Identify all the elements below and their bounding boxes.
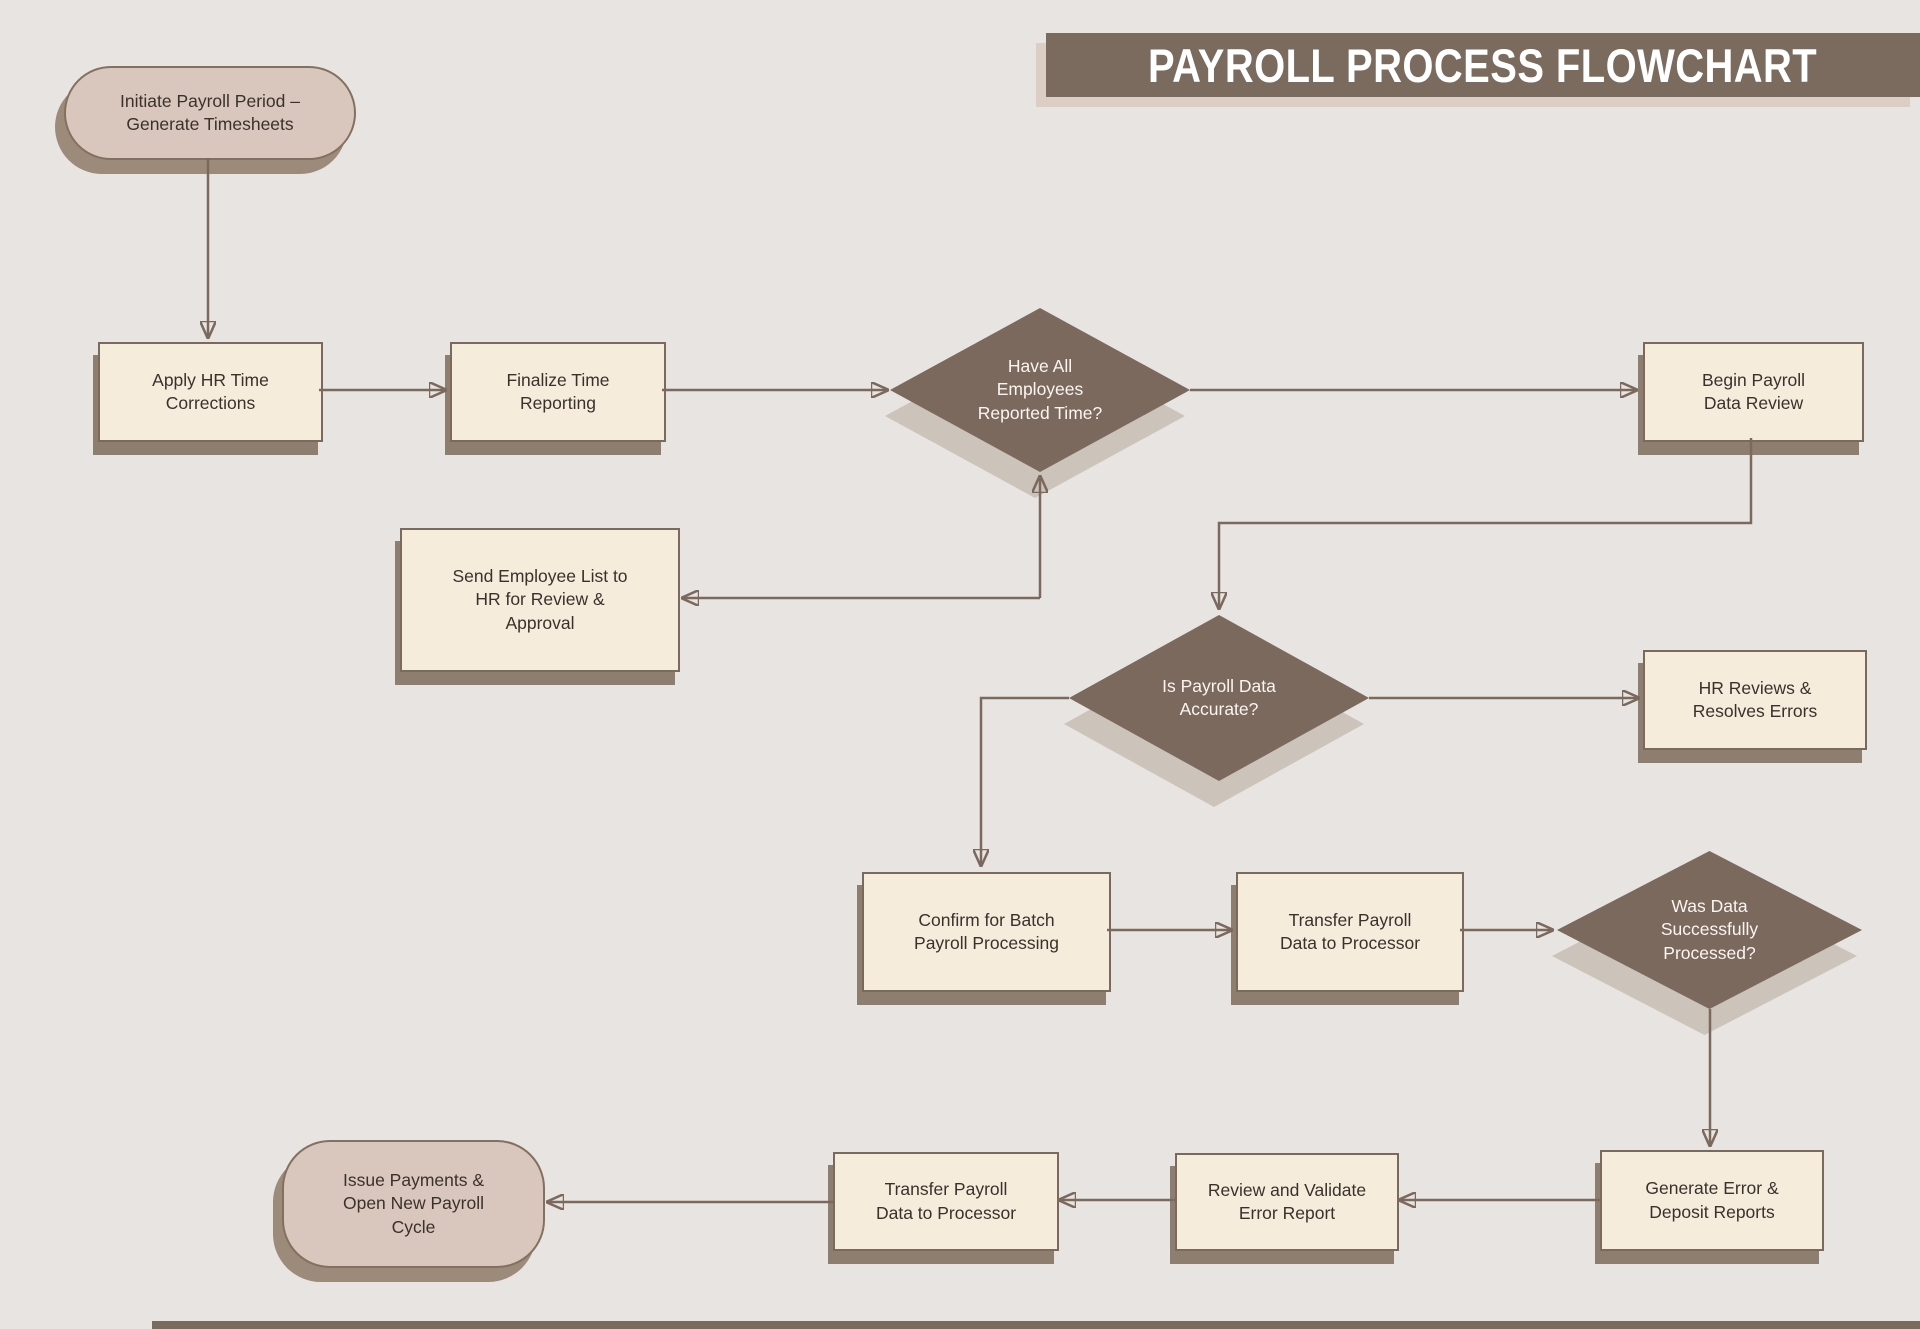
node-label: Initiate Payroll Period – Generate Times… — [120, 90, 300, 134]
node-label: Generate Error & Deposit Reports — [1645, 1178, 1779, 1222]
node-label: Begin Payroll Data Review — [1701, 369, 1806, 413]
decision-payroll-data-accurate: Is Payroll Data Accurate? — [1064, 615, 1369, 807]
node-review-validate-error-report: Review and Validate Error Report — [1175, 1153, 1399, 1251]
node-start-terminator: Initiate Payroll Period – Generate Times… — [64, 66, 356, 160]
node-apply-hr-time-corrections: Apply HR Time Corrections — [98, 342, 323, 442]
node-label: Apply HR Time Corrections — [152, 369, 269, 413]
page-title: PAYROLL PROCESS FLOWCHART — [1148, 38, 1818, 92]
node-end-terminator: Issue Payments & Open New Payroll Cycle — [282, 1140, 545, 1268]
edge-begin-to-decision2 — [1219, 438, 1753, 607]
decision-all-employees-reported: Have All Employees Reported Time? — [885, 308, 1190, 498]
node-transfer-payroll-data-1: Transfer Payroll Data to Processor — [1236, 872, 1464, 992]
node-hr-reviews-resolves-errors: HR Reviews & Resolves Errors — [1643, 650, 1867, 750]
node-finalize-time-reporting: Finalize Time Reporting — [450, 342, 666, 442]
node-begin-payroll-data-review: Begin Payroll Data Review — [1643, 342, 1864, 442]
node-label: Finalize Time Reporting — [506, 369, 610, 413]
node-confirm-batch-processing: Confirm for Batch Payroll Processing — [862, 872, 1111, 992]
decision-data-successfully-processed: Was Data Successfully Processed? — [1552, 851, 1862, 1035]
edge-decision2-to-confirm — [981, 696, 1069, 864]
node-generate-error-deposit-reports: Generate Error & Deposit Reports — [1600, 1150, 1824, 1251]
node-label: Issue Payments & Open New Payroll Cycle — [342, 1170, 485, 1237]
title-banner: PAYROLL PROCESS FLOWCHART — [1046, 33, 1920, 97]
node-transfer-payroll-data-2: Transfer Payroll Data to Processor — [833, 1152, 1059, 1251]
footer-bar — [152, 1321, 1920, 1329]
node-label: Transfer Payroll Data to Processor — [875, 1179, 1017, 1223]
node-label: HR Reviews & Resolves Errors — [1692, 677, 1818, 721]
node-label: Was Data Successfully Processed? — [1660, 896, 1759, 963]
node-label: Have All Employees Reported Time? — [977, 356, 1103, 423]
node-label: Transfer Payroll Data to Processor — [1279, 909, 1421, 953]
node-send-employee-list: Send Employee List to HR for Review & Ap… — [400, 528, 680, 672]
node-label: Is Payroll Data Accurate? — [1162, 675, 1276, 719]
node-label: Review and Validate Error Report — [1207, 1179, 1367, 1223]
node-label: Send Employee List to HR for Review & Ap… — [452, 566, 628, 633]
node-label: Confirm for Batch Payroll Processing — [914, 909, 1059, 953]
